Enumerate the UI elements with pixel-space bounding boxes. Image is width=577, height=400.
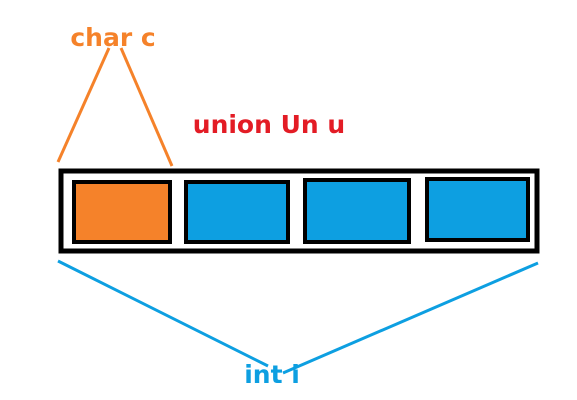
char-member-label: char c (70, 23, 155, 52)
int-member-label: int i (244, 360, 300, 389)
byte-cell-char (72, 180, 172, 244)
union-name-label: union Un u (193, 110, 345, 139)
char-bracket-left-line (56, 47, 111, 163)
byte-cell-int (184, 180, 290, 244)
int-bracket-right-line (282, 261, 539, 375)
char-bracket-right-line (119, 47, 174, 167)
byte-cell-int (425, 177, 530, 242)
byte-cell-int (303, 178, 411, 244)
int-bracket-left-line (57, 259, 269, 368)
